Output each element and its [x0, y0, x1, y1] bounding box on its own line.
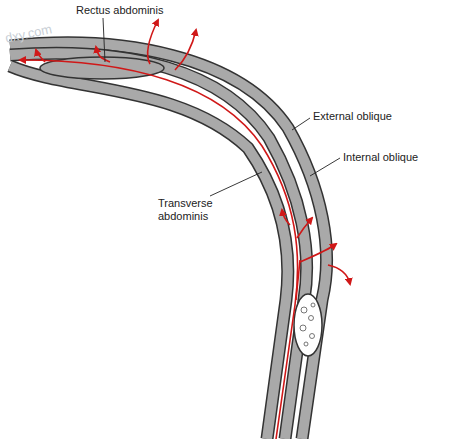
muscle-label: Transverse abdominis: [158, 197, 228, 223]
muscle-label: Rectus abdominis: [76, 4, 163, 17]
muscle-label: External oblique: [313, 110, 392, 123]
muscle-label: Internal oblique: [343, 151, 418, 164]
